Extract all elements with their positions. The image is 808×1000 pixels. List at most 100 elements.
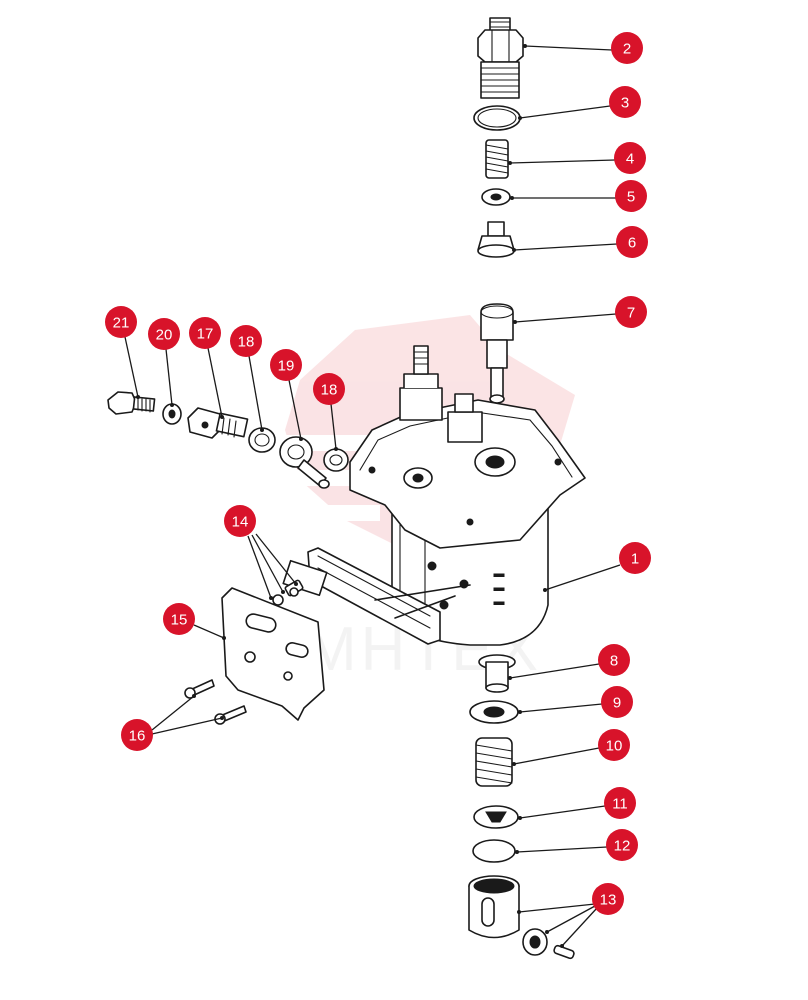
leader-line-2 xyxy=(524,45,613,51)
callout-circle-6 xyxy=(616,226,648,258)
leader-endpoint-2 xyxy=(523,44,527,48)
leader-endpoint-19 xyxy=(299,437,303,441)
callout-18-0: 18 xyxy=(230,325,262,357)
part-6-delivery-valve xyxy=(477,221,515,258)
part-4-spring xyxy=(485,139,509,179)
leader-line-13 xyxy=(518,903,596,913)
callout-number-1: 1 xyxy=(631,551,639,568)
callout-20: 20 xyxy=(148,318,180,350)
callout-circle-8 xyxy=(598,644,630,676)
leader-endpoint-18 xyxy=(334,447,338,451)
callout-10: 10 xyxy=(598,729,630,761)
callout-circle-16 xyxy=(121,719,153,751)
leader-line-16 xyxy=(151,695,195,731)
callout-number-2: 2 xyxy=(623,41,631,58)
callout-circle-17 xyxy=(189,317,221,349)
leader-endpoint-17 xyxy=(220,415,224,419)
callout-number-7: 7 xyxy=(627,305,635,322)
callout-17: 17 xyxy=(189,317,221,349)
leader-line-18 xyxy=(248,355,263,431)
part-13-pin xyxy=(553,944,575,960)
callout-number-15: 15 xyxy=(171,612,188,629)
leader-endpoint-14 xyxy=(294,582,298,586)
leader-line-13 xyxy=(546,905,596,933)
leader-endpoint-15 xyxy=(222,636,226,640)
leader-endpoint-16 xyxy=(220,716,224,720)
part-8-spring-seat xyxy=(478,654,516,693)
part-13-roller xyxy=(522,928,548,956)
callout-circle-4 xyxy=(614,142,646,174)
part-19-banjo-fitting xyxy=(279,436,330,489)
callout-circle-3 xyxy=(609,86,641,118)
part-7-plunger xyxy=(480,303,514,404)
part-10-plunger-spring xyxy=(475,737,513,787)
callout-number-18: 18 xyxy=(321,382,338,399)
part-17-banjo-bolt xyxy=(187,407,249,439)
callout-number-13: 13 xyxy=(600,892,617,909)
leader-line-12 xyxy=(516,846,608,853)
callout-number-12: 12 xyxy=(614,838,631,855)
leader-line-1 xyxy=(544,564,621,591)
leader-endpoint-5 xyxy=(510,196,514,200)
leader-line-18 xyxy=(330,403,337,450)
leader-line-14 xyxy=(255,533,297,585)
callout-14: 14 xyxy=(224,505,256,537)
part-14-screws xyxy=(272,579,304,606)
leader-endpoint-3 xyxy=(518,116,522,120)
callout-circle-11 xyxy=(604,787,636,819)
leader-line-10 xyxy=(513,747,600,765)
part-2-delivery-valve-holder xyxy=(477,17,524,99)
callout-circle-9 xyxy=(601,686,633,718)
leader-endpoint-1 xyxy=(543,588,547,592)
leader-line-11 xyxy=(519,805,606,819)
part-12-shim-disc xyxy=(472,839,516,863)
part-21-hex-bolt xyxy=(107,391,156,415)
callout-19: 19 xyxy=(270,349,302,381)
callout-circle-10 xyxy=(598,729,630,761)
leader-endpoint-9 xyxy=(518,710,522,714)
callout-16: 16 xyxy=(121,719,153,751)
callout-number-8: 8 xyxy=(610,653,618,670)
callout-circle-12 xyxy=(606,829,638,861)
callout-3: 3 xyxy=(609,86,641,118)
leader-endpoint-13 xyxy=(517,910,521,914)
callout-circle-15 xyxy=(163,603,195,635)
leader-endpoint-13 xyxy=(560,944,564,948)
leader-endpoint-7 xyxy=(513,320,517,324)
leader-endpoint-13 xyxy=(545,930,549,934)
leader-line-13 xyxy=(561,907,598,947)
callout-number-14: 14 xyxy=(232,514,249,531)
callout-7: 7 xyxy=(615,296,647,328)
leader-endpoint-8 xyxy=(508,676,512,680)
part-9-spacer-ring xyxy=(469,700,519,724)
part-15-cover-plate xyxy=(221,587,325,721)
leader-line-17 xyxy=(207,347,223,418)
leader-endpoint-18 xyxy=(260,428,264,432)
callout-circle-5 xyxy=(615,180,647,212)
callout-number-20: 20 xyxy=(156,327,173,344)
leader-endpoint-14 xyxy=(281,590,285,594)
callout-21: 21 xyxy=(105,306,137,338)
callout-circle-13 xyxy=(592,883,624,915)
callout-9: 9 xyxy=(601,686,633,718)
leader-endpoint-12 xyxy=(515,850,519,854)
part-18-sealing-washer-left xyxy=(248,427,276,453)
leader-line-7 xyxy=(514,313,617,323)
callout-number-18: 18 xyxy=(238,334,255,351)
callout-number-17: 17 xyxy=(197,326,214,343)
callout-number-21: 21 xyxy=(113,315,130,332)
callout-number-4: 4 xyxy=(626,151,634,168)
callout-12: 12 xyxy=(606,829,638,861)
part-11-lower-seat xyxy=(473,805,519,829)
callout-8: 8 xyxy=(598,644,630,676)
callout-11: 11 xyxy=(604,787,636,819)
callout-15: 15 xyxy=(163,603,195,635)
callout-4: 4 xyxy=(614,142,646,174)
callout-13: 13 xyxy=(592,883,624,915)
leader-line-15 xyxy=(193,624,225,639)
callout-number-16: 16 xyxy=(129,728,146,745)
callout-circle-2 xyxy=(611,32,643,64)
